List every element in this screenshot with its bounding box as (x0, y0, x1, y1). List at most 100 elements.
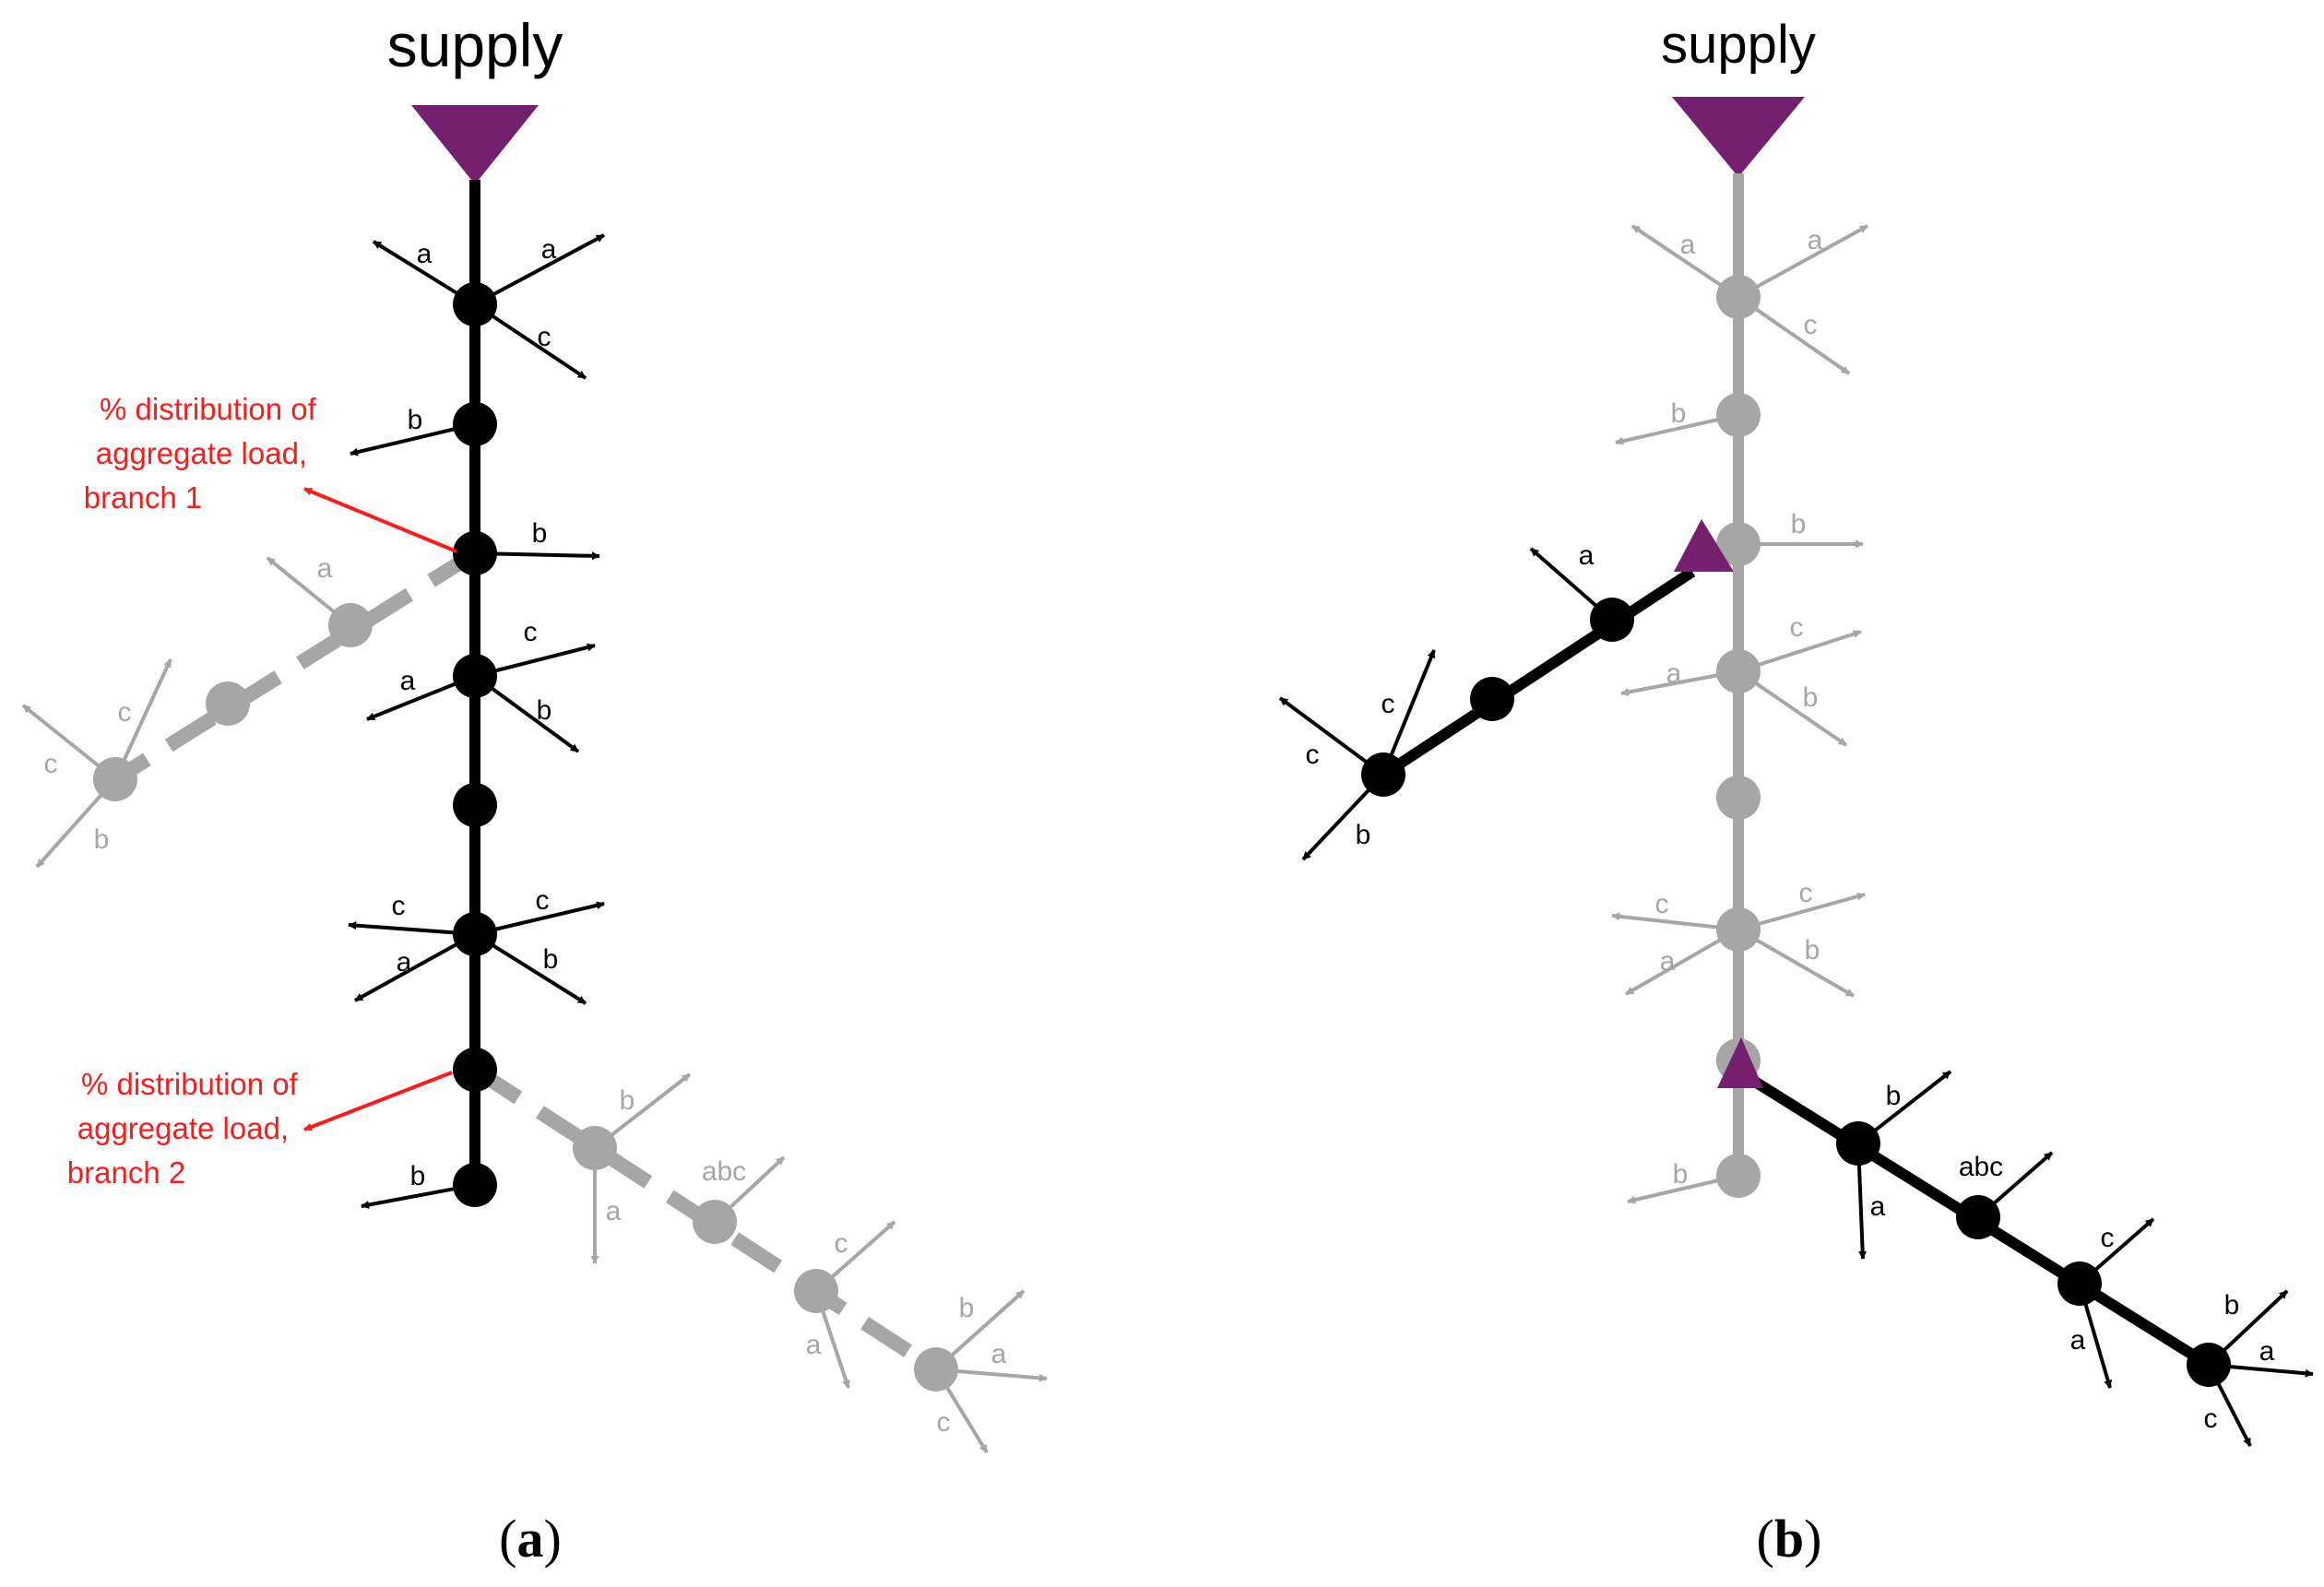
branch-phase-labels-b: a c c b b a abc c a b a c (1306, 540, 2275, 1434)
phase-label: a (541, 234, 557, 265)
bus-node (1716, 522, 1761, 566)
bus-node (1716, 649, 1761, 693)
annotation-branch-1: % distribution of aggregate load, branch… (84, 392, 457, 553)
supply-source-icon-a (411, 105, 539, 184)
load-arrow (1381, 649, 1436, 776)
phase-label: a (2259, 1336, 2275, 1367)
load-arrow (1737, 224, 1868, 299)
phase-label: b (532, 518, 548, 549)
phase-label: b (537, 695, 552, 726)
supply-label-b: supply (1661, 15, 1816, 75)
phase-label: b (543, 944, 559, 975)
phase-label: a (991, 1339, 1007, 1369)
bus-node (1716, 907, 1761, 952)
phase-label: a (400, 666, 416, 696)
phase-label: c (2101, 1223, 2115, 1253)
bus-node (1716, 393, 1761, 437)
load-arrow (1737, 295, 1851, 375)
bus-node (453, 1048, 497, 1092)
branch-load-arrows-b (1278, 547, 2314, 1447)
branch-node (1361, 752, 1405, 797)
phase-label: c (2204, 1403, 2218, 1434)
phase-label: a (606, 1196, 622, 1226)
branch-nodes-b (1361, 598, 2231, 1387)
phase-label: b (620, 1085, 635, 1116)
bus-node (453, 531, 497, 575)
phase-label: b (1673, 1159, 1689, 1190)
phase-label: a (1660, 946, 1676, 977)
branch-nodes-a (93, 603, 958, 1392)
bus-node (1716, 776, 1761, 820)
phase-label: c (1790, 612, 1804, 643)
phase-label: abc (1959, 1152, 2003, 1182)
branch-node (693, 1200, 737, 1244)
phase-label: b (1356, 820, 1371, 850)
phase-label: c (1381, 689, 1395, 719)
annotation-branch-2: % distribution of aggregate load, branch… (67, 1067, 453, 1190)
phase-label: a (2070, 1325, 2086, 1356)
bus-node (1716, 275, 1761, 319)
panel-b: supply (1278, 15, 2314, 1569)
phase-label: b (410, 1161, 426, 1191)
annotation-arrow (303, 1071, 453, 1131)
load-arrow (474, 233, 605, 306)
phase-label: a (1870, 1191, 1886, 1222)
phase-label: a (1666, 658, 1682, 689)
panel-a: supply (21, 11, 1048, 1569)
branch-node (1590, 598, 1634, 642)
main-nodes-a (453, 282, 497, 1207)
phase-label: b (1671, 398, 1687, 429)
bus-node (453, 912, 497, 956)
branch-node (914, 1347, 958, 1392)
bus-node (453, 282, 497, 326)
annotation-arrow (303, 487, 457, 553)
load-arrow (473, 302, 587, 380)
branch-1-line-b (1380, 566, 1696, 780)
branch-2-source-icon-b (1717, 1037, 1763, 1088)
branch-node (573, 1126, 617, 1170)
phase-label: b (1803, 682, 1819, 713)
bus-node (453, 783, 497, 827)
branch-load-arrows-a (21, 556, 1048, 1454)
phase-label: b (1805, 935, 1820, 965)
supply-label-a: supply (387, 11, 563, 79)
phase-label: a (1680, 230, 1696, 260)
caption-b: (b) (1757, 1509, 1822, 1569)
phase-label: c (118, 697, 132, 728)
branch-node (1470, 677, 1514, 721)
phase-label: b (2224, 1290, 2240, 1321)
phase-label: a (1579, 540, 1595, 571)
branch-node (328, 603, 373, 647)
phase-label: b (408, 405, 423, 435)
branch-1-source-icon-b (1674, 519, 1734, 572)
phase-label: a (806, 1330, 822, 1360)
bus-node (453, 654, 497, 698)
branch-node (1956, 1195, 2000, 1239)
branch-node (2187, 1343, 2231, 1387)
load-arrow (1737, 928, 1855, 998)
phase-label: c (1799, 878, 1813, 908)
phase-label: c (538, 322, 551, 352)
phase-label: c (44, 749, 58, 779)
phase-label: c (937, 1407, 951, 1438)
phase-label: a (1808, 225, 1823, 255)
branch-node (93, 757, 137, 801)
phase-label: b (1791, 509, 1807, 539)
phase-label: c (524, 617, 538, 647)
bus-node (1716, 1154, 1761, 1198)
phase-label: a (417, 239, 433, 269)
branch-node (206, 681, 250, 726)
phase-label: c (536, 885, 550, 916)
branch-node (1836, 1121, 1880, 1166)
phase-label: c (392, 891, 406, 921)
phase-label: b (959, 1293, 975, 1323)
branch-phase-labels-a: a c c b b a abc c a b a c (44, 553, 1007, 1438)
phase-label: c (835, 1228, 848, 1259)
bus-node (453, 402, 497, 446)
annotation-text: % distribution of aggregate load, branch… (67, 1067, 306, 1190)
branch-1-line-a (111, 547, 480, 786)
supply-source-icon-b (1672, 97, 1805, 177)
caption-a: (a) (499, 1509, 562, 1569)
annotation-text: % distribution of aggregate load, branch… (84, 392, 325, 515)
